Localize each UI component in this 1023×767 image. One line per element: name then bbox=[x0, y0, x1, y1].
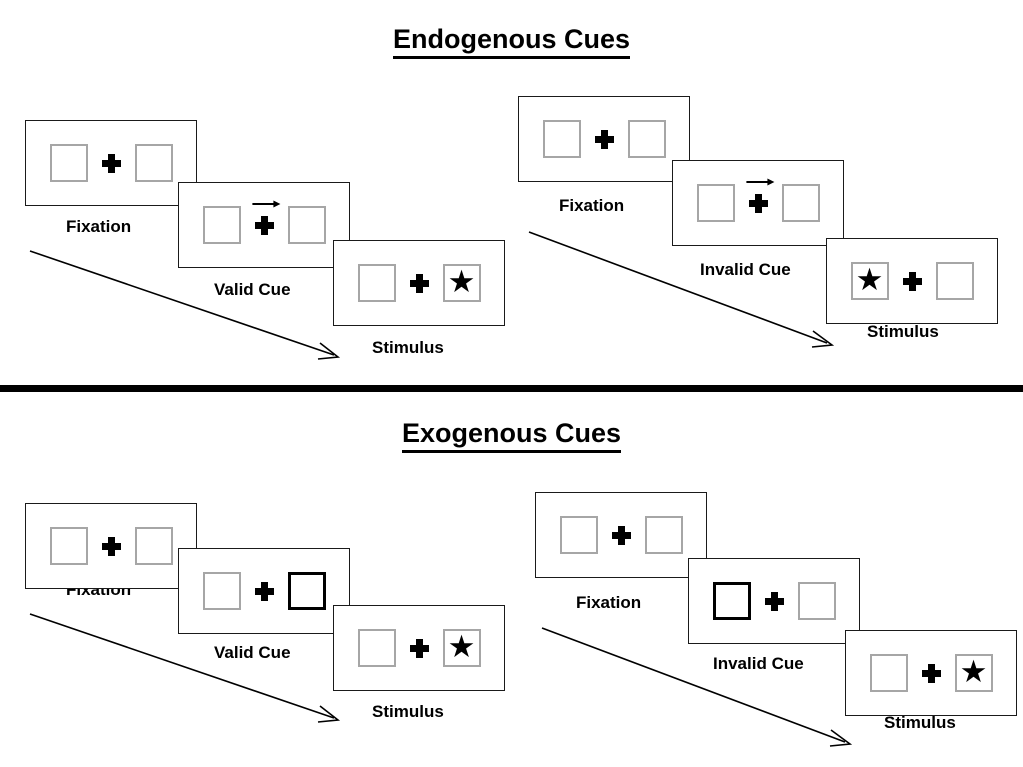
caption-endogenous-invalid-fixation: Fixation bbox=[559, 196, 625, 215]
panel-exogenous-valid-fixation: ★ ★ bbox=[25, 503, 197, 589]
right-box: ★ bbox=[644, 516, 683, 554]
caption-endogenous-invalid-cue: Invalid Cue bbox=[700, 260, 791, 279]
left-box: ★ bbox=[542, 120, 581, 158]
left-box: ★ bbox=[49, 144, 88, 182]
fixation-plus-icon bbox=[611, 525, 631, 545]
panel-endogenous-valid-fixation: ★ ★ bbox=[25, 120, 197, 206]
left-box: ★ bbox=[357, 264, 396, 302]
right-box: ★ bbox=[627, 120, 666, 158]
caption-exogenous-invalid-cue: Invalid Cue bbox=[713, 654, 804, 673]
right-box: ★ bbox=[781, 184, 820, 222]
right-arrow-icon bbox=[746, 178, 775, 185]
fixation-cue-stack bbox=[254, 581, 274, 601]
left-box: ★ bbox=[559, 516, 598, 554]
fixation-cue-stack bbox=[409, 638, 429, 658]
fixation-plus-icon bbox=[921, 663, 941, 683]
fixation-cue-stack bbox=[921, 663, 941, 683]
left-box: ★ bbox=[850, 262, 889, 300]
fixation-plus-icon bbox=[594, 129, 614, 149]
panel-endogenous-invalid-cue: ★ ★ bbox=[672, 160, 844, 246]
right-box: ★ bbox=[935, 262, 974, 300]
section-title-endogenous: Endogenous Cues bbox=[0, 24, 1023, 59]
right-box: ★ bbox=[954, 654, 993, 692]
flow-arrow-endogenous-invalid bbox=[528, 231, 835, 348]
left-box: ★ bbox=[49, 527, 88, 565]
panel-exogenous-valid-stimulus: ★ ★ bbox=[333, 605, 505, 691]
star-icon: ★ bbox=[447, 629, 476, 664]
right-box-cued: ★ bbox=[287, 572, 326, 610]
right-box: ★ bbox=[287, 206, 326, 244]
left-box: ★ bbox=[202, 206, 241, 244]
fixation-plus-icon bbox=[409, 273, 429, 293]
caption-exogenous-valid-cue: Valid Cue bbox=[214, 643, 291, 662]
fixation-plus-icon bbox=[748, 193, 768, 213]
fixation-cue-stack bbox=[611, 525, 631, 545]
left-box: ★ bbox=[869, 654, 908, 692]
fixation-plus-icon bbox=[764, 591, 784, 611]
fixation-cue-stack bbox=[746, 178, 775, 213]
caption-endogenous-valid-stimulus: Stimulus bbox=[372, 338, 444, 357]
right-box: ★ bbox=[134, 144, 173, 182]
fixation-cue-stack bbox=[902, 271, 922, 291]
fixation-plus-icon bbox=[902, 271, 922, 291]
right-box: ★ bbox=[442, 264, 481, 302]
fixation-cue-stack bbox=[764, 591, 784, 611]
star-icon: ★ bbox=[447, 264, 476, 299]
right-box: ★ bbox=[442, 629, 481, 667]
fixation-cue-stack bbox=[594, 129, 614, 149]
right-box: ★ bbox=[797, 582, 836, 620]
panel-endogenous-invalid-stimulus: ★ ★ bbox=[826, 238, 998, 324]
panel-exogenous-valid-cue: ★ ★ bbox=[178, 548, 350, 634]
fixation-plus-icon bbox=[409, 638, 429, 658]
left-box: ★ bbox=[357, 629, 396, 667]
star-icon: ★ bbox=[959, 654, 988, 689]
caption-endogenous-valid-cue: Valid Cue bbox=[214, 280, 291, 299]
left-box-cued: ★ bbox=[712, 582, 751, 620]
left-box: ★ bbox=[696, 184, 735, 222]
fixation-plus-icon bbox=[254, 215, 274, 235]
fixation-cue-stack bbox=[252, 200, 281, 235]
caption-exogenous-valid-stimulus: Stimulus bbox=[372, 702, 444, 721]
right-box: ★ bbox=[134, 527, 173, 565]
fixation-cue-stack bbox=[101, 536, 121, 556]
fixation-plus-icon bbox=[101, 153, 121, 173]
fixation-plus-icon bbox=[101, 536, 121, 556]
fixation-plus-icon bbox=[254, 581, 274, 601]
panel-endogenous-invalid-fixation: ★ ★ bbox=[518, 96, 690, 182]
star-icon: ★ bbox=[855, 262, 884, 297]
caption-endogenous-valid-fixation: Fixation bbox=[66, 217, 132, 236]
panel-exogenous-invalid-fixation: ★ ★ bbox=[535, 492, 707, 578]
caption-exogenous-invalid-stimulus: Stimulus bbox=[884, 713, 956, 732]
caption-endogenous-invalid-stimulus: Stimulus bbox=[867, 322, 939, 341]
fixation-cue-stack bbox=[101, 153, 121, 173]
section-divider bbox=[0, 385, 1023, 392]
left-box: ★ bbox=[202, 572, 241, 610]
right-arrow-icon bbox=[252, 200, 281, 207]
caption-exogenous-invalid-fixation: Fixation bbox=[576, 593, 642, 612]
fixation-cue-stack bbox=[409, 273, 429, 293]
panel-exogenous-invalid-stimulus: ★ ★ bbox=[845, 630, 1017, 716]
section-title-exogenous: Exogenous Cues bbox=[0, 418, 1023, 453]
panel-endogenous-valid-stimulus: ★ ★ bbox=[333, 240, 505, 326]
panel-exogenous-invalid-cue: ★ ★ bbox=[688, 558, 860, 644]
panel-endogenous-valid-cue: ★ ★ bbox=[178, 182, 350, 268]
